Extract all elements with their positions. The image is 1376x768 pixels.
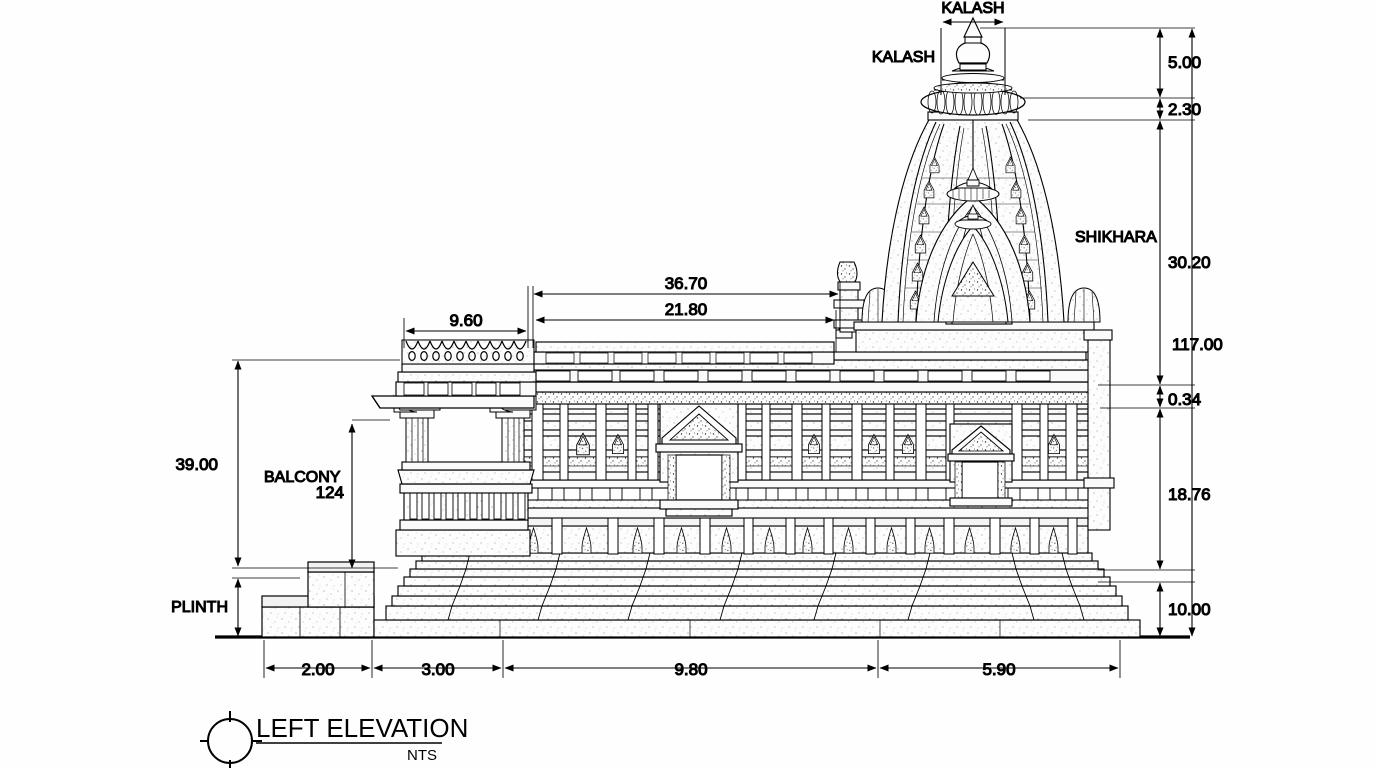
dim-value-36-70: 36.70 — [665, 274, 708, 293]
dim-value-21-80: 21.80 — [665, 300, 708, 319]
dim-value-9-60: 9.60 — [449, 311, 482, 330]
balcony-chajja — [370, 395, 535, 409]
entry-steps — [261, 561, 375, 638]
dim-value-0-34: 0.34 — [1168, 390, 1201, 409]
dim-value-5-90: 5.90 — [982, 660, 1015, 679]
shikhara-central-pediment — [951, 261, 995, 297]
roof-terrace — [533, 341, 835, 365]
wall-pilasters — [531, 403, 1078, 481]
dim-value-124: 124 — [316, 483, 344, 502]
dim-value-18-76: 18.76 — [1168, 485, 1211, 504]
witness-lines-top — [403, 282, 841, 352]
balcony-railing — [403, 491, 529, 521]
base-ornament-band — [427, 517, 1089, 555]
title-block: LEFT ELEVATION NTS — [200, 711, 468, 768]
label-shikhara: SHIKHARA — [1075, 229, 1157, 246]
witness-lines-left — [232, 359, 400, 579]
balcony-mandapa — [370, 339, 537, 557]
kalash-finial — [963, 16, 983, 38]
label-kalash-top: KALASH — [941, 0, 1004, 17]
dim-value-117-00: 117.00 — [1172, 335, 1223, 354]
temple-elevation — [215, 16, 1190, 639]
witness-lines-right — [980, 27, 1195, 583]
dim-kalash-width — [940, 18, 1006, 95]
balcony-parapet — [401, 339, 535, 365]
dim-value-30-20: 30.20 — [1168, 253, 1211, 272]
kalash-base — [959, 63, 987, 71]
label-kalash-left: KALASH — [872, 49, 935, 66]
dim-value-2-30: 2.30 — [1168, 100, 1201, 119]
title-text: LEFT ELEVATION — [256, 713, 468, 743]
dimension-layer: KALASH KALASH 5.00 2.30 30.20 0.34 18.76 — [171, 0, 1224, 680]
dim-value-5-00: 5.00 — [1168, 53, 1201, 72]
witness-lines-bottom — [263, 640, 1121, 678]
label-balcony: BALCONY — [264, 469, 341, 486]
shikhara-crown — [920, 16, 1026, 121]
shikhara-tower — [881, 16, 1065, 323]
plinth-podium — [373, 552, 1141, 638]
dim-value-9-80: 9.80 — [674, 660, 707, 679]
label-plinth: PLINTH — [171, 599, 228, 616]
dim-value-10-00: 10.00 — [1168, 600, 1211, 619]
section-marker-icon — [200, 711, 262, 768]
central-window-shrine — [655, 401, 743, 517]
right-window-shrine — [947, 423, 1015, 507]
scale-note: NTS — [407, 747, 437, 764]
shikhara-right-return — [1083, 329, 1115, 531]
kalash-pot — [955, 41, 991, 64]
dim-value-2-00: 2.00 — [301, 660, 334, 679]
dim-value-39-00: 39.00 — [175, 455, 218, 474]
dim-value-3-00: 3.00 — [421, 660, 454, 679]
